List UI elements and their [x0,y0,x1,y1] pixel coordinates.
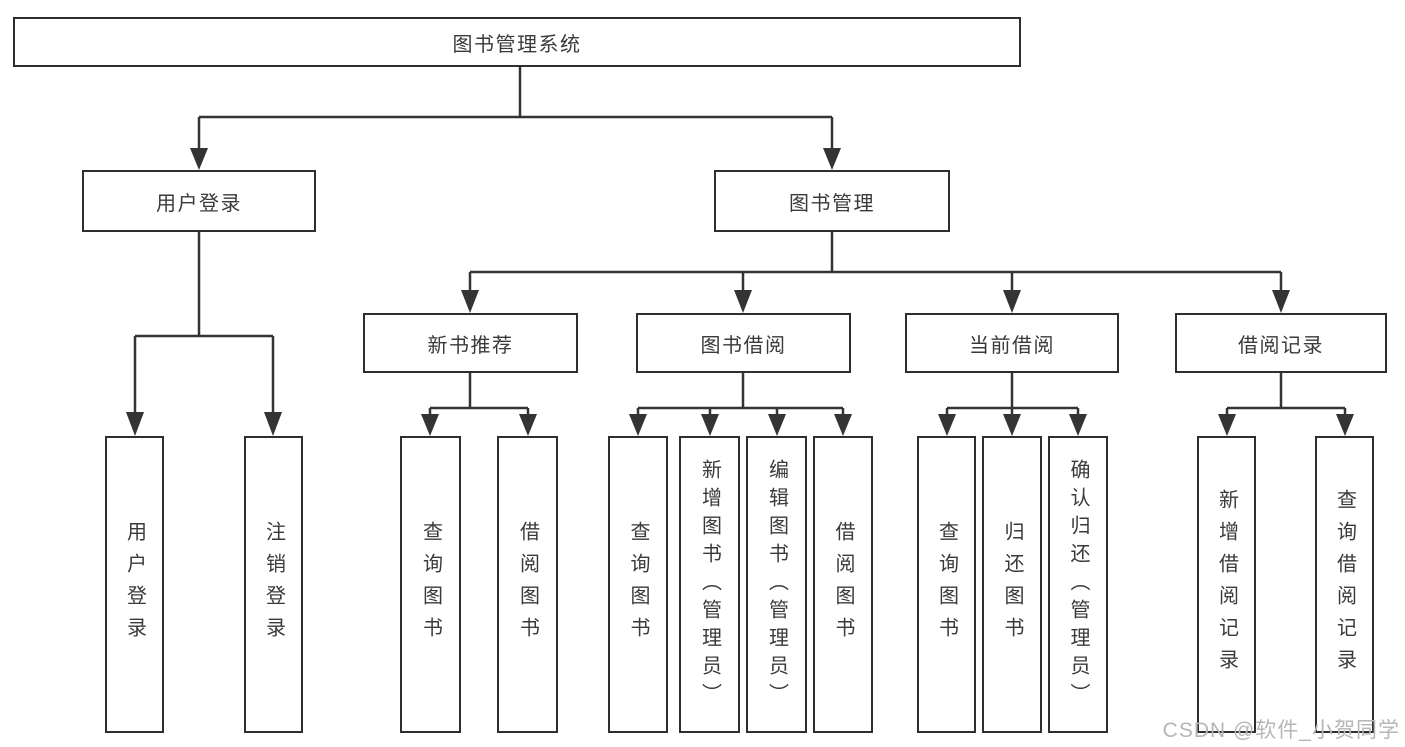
leaf-query-books-recommend: 查询图书 [400,436,461,733]
leaf-add-borrow-record: 新增借阅记录 [1197,436,1256,733]
node-label: 图书管理 [789,192,875,215]
node-label: 图书管理系统 [452,33,582,56]
leaf-label: 归还图书 [1001,520,1023,649]
leaf-user-login: 用户登录 [105,436,164,733]
node-current-borrowing: 当前借阅 [905,313,1119,373]
leaf-label: 新增借阅记录 [1215,488,1238,681]
leaf-borrow-books-borrowing: 借阅图书 [813,436,873,733]
leaf-borrow-books-recommend: 借阅图书 [497,436,558,733]
leaf-query-books-borrowing: 查询图书 [608,436,668,733]
node-book-management: 图书管理 [714,170,950,232]
leaf-edit-book-admin: 编辑图书（管理员） [746,436,807,733]
leaf-query-books-current: 查询图书 [917,436,976,733]
leaf-label: 借阅图书 [832,520,854,649]
leaf-label: 查询图书 [419,520,442,649]
leaf-add-book-admin: 新增图书（管理员） [679,436,740,733]
leaf-label: 确认归还（管理员） [1067,458,1089,711]
node-label: 当前借阅 [969,334,1055,357]
node-label: 新书推荐 [427,334,514,357]
leaf-label: 编辑图书（管理员） [765,458,788,711]
leaf-label: 新增图书（管理员） [698,458,721,711]
node-borrowing-records: 借阅记录 [1175,313,1387,373]
node-label: 用户登录 [156,192,242,215]
leaf-query-borrow-record: 查询借阅记录 [1315,436,1374,733]
leaf-label: 注销登录 [262,520,285,649]
node-label: 借阅记录 [1238,334,1324,357]
leaf-label: 用户登录 [123,520,146,649]
leaf-return-books: 归还图书 [982,436,1042,733]
csdn-watermark: CSDN @软件_小贺同学 [1162,719,1400,742]
node-new-book-recommend: 新书推荐 [363,313,578,373]
node-book-borrowing: 图书借阅 [636,313,851,373]
leaf-label: 查询图书 [627,520,649,649]
leaf-confirm-return-admin: 确认归还（管理员） [1048,436,1108,733]
leaf-label: 查询借阅记录 [1333,488,1356,681]
leaf-label: 借阅图书 [516,520,539,649]
node-user-login: 用户登录 [82,170,316,232]
leaf-logout: 注销登录 [244,436,303,733]
node-label: 图书借阅 [700,334,787,357]
node-library-management-system: 图书管理系统 [13,17,1021,67]
leaf-label: 查询图书 [935,520,958,649]
